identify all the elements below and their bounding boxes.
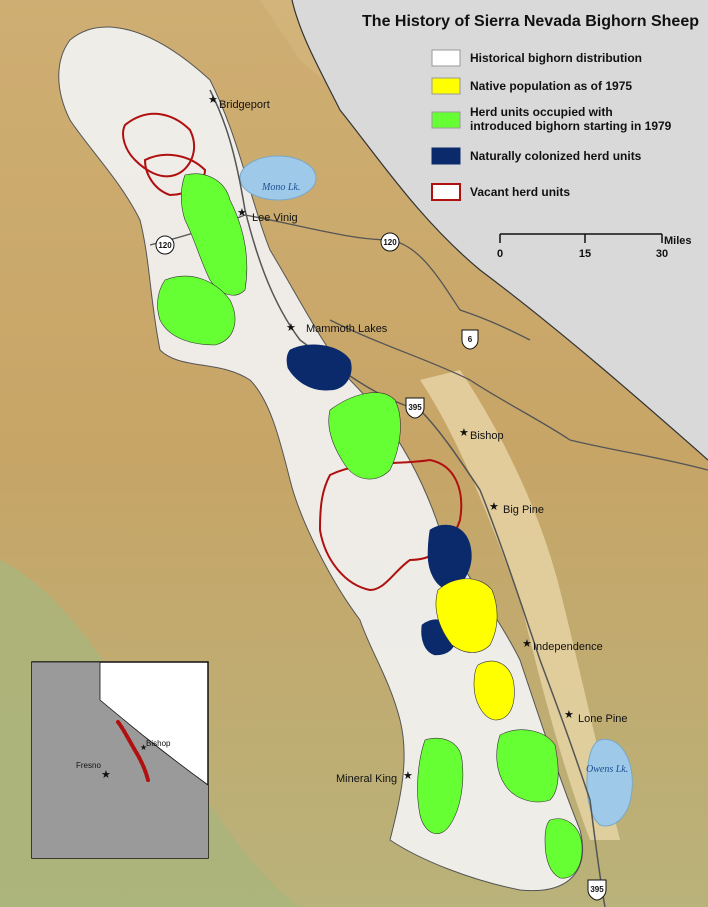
scale-tick-0: 0 bbox=[497, 248, 503, 260]
inset-label-fresno: Fresno bbox=[76, 761, 101, 770]
highway-label-395-south: 395 bbox=[590, 885, 604, 894]
legend-label-historical: Historical bighorn distribution bbox=[470, 51, 642, 65]
highway-shield-120-east bbox=[380, 232, 400, 252]
legend-swatch-historical bbox=[431, 49, 461, 67]
highway-label-120-east: 120 bbox=[383, 238, 397, 247]
scale-unit: Miles bbox=[664, 235, 692, 247]
inset-map: ★ Fresno ★ Bishop bbox=[31, 661, 209, 859]
introduced-herd-5 bbox=[496, 729, 559, 803]
town-lee-vining: Lee Vinig bbox=[252, 212, 298, 224]
native-herd-2 bbox=[473, 660, 515, 721]
legend-label-colonized: Naturally colonized herd units bbox=[470, 149, 642, 163]
legend-label-introduced-line2: introduced bighorn starting in 1979 bbox=[470, 119, 672, 133]
town-labels: ★ Bridgeport ★ Lee Vinig ★ Mammoth Lakes… bbox=[208, 94, 628, 785]
vacant-herd-northern bbox=[122, 112, 195, 178]
legend-label-introduced: Herd units occupied with bbox=[470, 105, 613, 119]
introduced-herd-6 bbox=[544, 818, 583, 879]
native-herd-1 bbox=[435, 578, 498, 653]
highway-shield-395-south bbox=[587, 879, 607, 901]
star-icon: ★ bbox=[459, 427, 469, 439]
star-icon: ★ bbox=[208, 94, 218, 106]
town-big-pine: Big Pine bbox=[503, 504, 544, 516]
town-mineral-king: Mineral King bbox=[336, 773, 397, 785]
owens-valley bbox=[420, 370, 620, 840]
town-mammoth-lakes: Mammoth Lakes bbox=[306, 323, 388, 335]
lake-label-mono: Mono Lk. bbox=[261, 182, 300, 193]
legend: Historical bighorn distribution Native p… bbox=[431, 49, 672, 201]
legend-label-native: Native population as of 1975 bbox=[470, 79, 632, 93]
star-icon: ★ bbox=[564, 709, 574, 721]
legend-swatch-introduced bbox=[431, 111, 461, 129]
introduced-herd-1 bbox=[180, 173, 248, 296]
inset-label-bishop: Bishop bbox=[146, 739, 171, 748]
owens-lake bbox=[586, 738, 633, 827]
star-icon: ★ bbox=[237, 207, 247, 219]
scale-bar: 0 15 30 Miles bbox=[497, 233, 692, 260]
inset-border-line bbox=[32, 661, 209, 786]
town-lone-pine: Lone Pine bbox=[578, 713, 628, 725]
town-bridgeport: Bridgeport bbox=[219, 99, 270, 111]
map-title: The History of Sierra Nevada Bighorn She… bbox=[362, 13, 699, 30]
mono-lake bbox=[239, 155, 317, 201]
legend-swatch-vacant bbox=[431, 183, 461, 201]
star-icon: ★ bbox=[140, 743, 147, 752]
highway-shield-120-west bbox=[155, 235, 175, 255]
lake-label-owens: Owens Lk. bbox=[586, 764, 628, 775]
colonized-herd-1 bbox=[286, 344, 352, 391]
star-icon: ★ bbox=[403, 770, 413, 782]
inset-herd-range bbox=[116, 720, 150, 782]
legend-swatch-native bbox=[431, 77, 461, 95]
legend-label-vacant: Vacant herd units bbox=[470, 185, 570, 199]
town-bishop: Bishop bbox=[470, 430, 504, 442]
introduced-herd-3 bbox=[328, 392, 401, 480]
highway-label-395-north: 395 bbox=[408, 403, 422, 412]
legend-swatch-colonized bbox=[431, 147, 461, 165]
star-icon: ★ bbox=[489, 501, 499, 513]
state-border bbox=[291, 0, 708, 461]
star-icon: ★ bbox=[522, 638, 532, 650]
town-independence: Independence bbox=[533, 641, 603, 653]
highway-395-route bbox=[209, 89, 606, 907]
highway-6-route bbox=[329, 319, 708, 471]
highway-shield-395-north bbox=[405, 397, 425, 419]
highway-shield-6 bbox=[461, 329, 479, 350]
vacant-herd-central bbox=[318, 458, 463, 592]
scale-bar-lines bbox=[499, 233, 663, 243]
introduced-herd-4 bbox=[417, 737, 464, 834]
star-icon: ★ bbox=[286, 322, 296, 334]
scale-tick-30: 30 bbox=[656, 248, 668, 260]
inset-california bbox=[32, 662, 208, 858]
highway-label-6: 6 bbox=[468, 335, 473, 344]
highway-label-120-west: 120 bbox=[158, 241, 172, 250]
nevada-region bbox=[292, 0, 708, 460]
star-icon: ★ bbox=[101, 769, 111, 781]
highway-shields: 120 120 395 6 395 bbox=[155, 232, 607, 901]
scale-tick-15: 15 bbox=[579, 248, 591, 260]
introduced-herd-2 bbox=[157, 275, 236, 346]
historical-distribution bbox=[58, 26, 583, 892]
